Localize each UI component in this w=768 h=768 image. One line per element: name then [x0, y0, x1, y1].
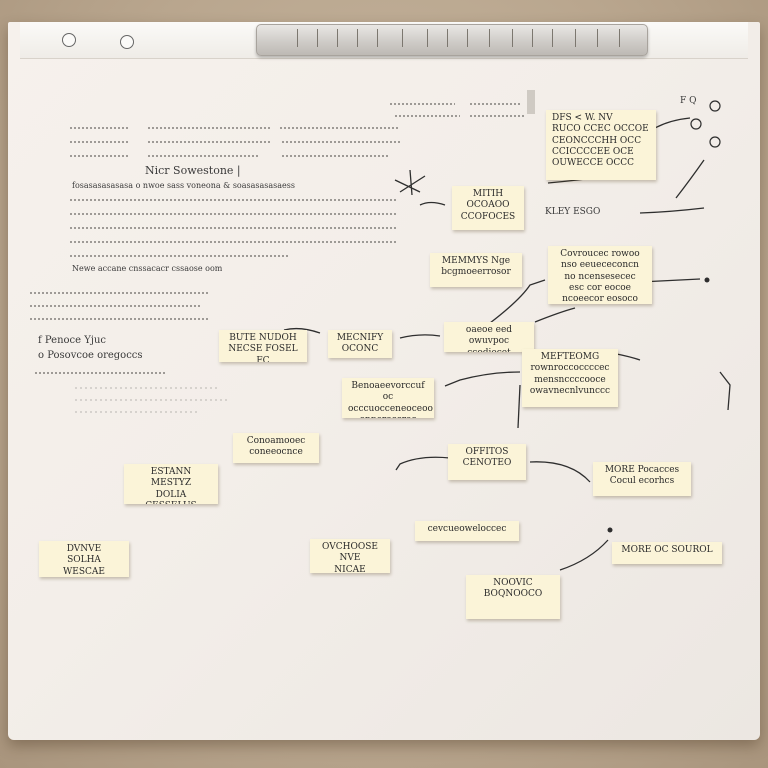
sticky-note: MORE Pocacces Cocul ecorhcs	[593, 462, 691, 496]
sticky-note: Benoaeevorccuf oc occcuocceneoceoo onper…	[342, 378, 434, 418]
sticky-note: OFFITOS CENOTEO	[448, 444, 526, 480]
sticky-note: MECNIFY OCONC	[328, 330, 392, 358]
sticky-note: cevcueoweloccec	[415, 521, 519, 541]
sticky-note: DVNVE SOLHA WESCAE MIOTIT	[39, 541, 129, 577]
sticky-note: oaeoe eed owuvpoc ccodiecet	[444, 322, 534, 352]
sticky-note: OVCHOOSE NVE NICAE UOMPS	[310, 539, 390, 573]
scribble-line-bold: fosasasasasasa o nwoe sass voneona & soa…	[72, 181, 295, 190]
sticky-note: MITIH OCOAOO CCOFOCES	[452, 186, 524, 230]
scribble-corner: F Q	[680, 96, 697, 106]
sticky-note: Conoamooec coneeocnce	[233, 433, 319, 463]
scribble-heading: Nicr Sowestone |	[145, 164, 241, 177]
sticky-note: ESTANN MESTYZ DOLIA CESSELUS	[124, 464, 218, 504]
sticky-note: Covroucec rowoo nso eeuececoncn no ncens…	[548, 246, 652, 304]
sticky-note: NOOVIC BOQNOOCO	[466, 575, 560, 619]
sticky-note: MORE OC SOUROL	[612, 542, 722, 564]
scribble-line-short: Newe accane cnssacacr cssaose oom	[72, 264, 223, 273]
ruler	[256, 24, 648, 56]
sticky-note: MEFTEOMG rownroccoccccec mensnccccooce o…	[522, 349, 618, 407]
scribble-key: KLEY ESGO	[545, 207, 601, 217]
sticky-note: BUTE NUDOH NECSE FOSEL FC	[219, 330, 307, 362]
scribble-item-2: o Posovcoe oregoccs	[38, 350, 143, 361]
punch-hole-left	[62, 33, 76, 47]
sticky-note: DFS < W. NV RUCO CCEC OCCOE CEONCCCHH OC…	[546, 110, 656, 180]
sticky-note: MEMMYS Nge bcgmoeerrosor	[430, 253, 522, 287]
punch-hole-right	[120, 35, 134, 49]
scribble-item-1: f Penoce Yjuc	[38, 335, 106, 346]
